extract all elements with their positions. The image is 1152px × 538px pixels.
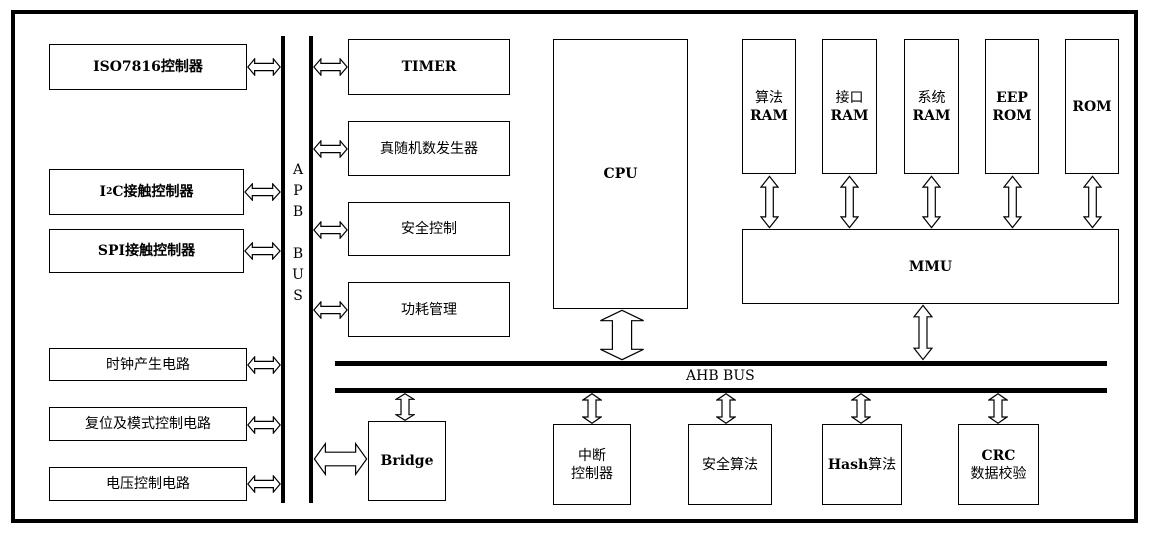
eeprom-line1: EEP (996, 89, 1028, 106)
power-management-block: 功耗管理 (348, 282, 510, 337)
arrow-apb-power (313, 301, 348, 319)
arrow-spi-apb (244, 242, 281, 260)
system-ram-line1: 系统 (917, 89, 946, 106)
interface-ram-line2: RAM (830, 107, 869, 124)
security-control-block: 安全控制 (348, 202, 510, 256)
algorithm-ram-line2: RAM (750, 107, 788, 124)
voltage-control-block: 电压控制电路 (49, 467, 247, 501)
arrow-algo-ram-mmu (760, 175, 779, 229)
interrupt-controller-block: 中断 控制器 (553, 424, 631, 505)
interface-ram-block: 接口 RAM (822, 39, 877, 174)
algorithm-ram-block: 算法 RAM (742, 39, 796, 174)
arrow-reset-apb (247, 416, 281, 434)
interrupt-line2: 控制器 (571, 465, 613, 482)
eeprom-block: EEP ROM (985, 39, 1039, 174)
arrow-i2c-apb (244, 183, 281, 201)
mmu-block: MMU (742, 229, 1119, 304)
hash-label-prefix: Hash (827, 456, 869, 473)
apb-bus-bar-left (281, 36, 285, 503)
timer-block: TIMER (348, 39, 510, 95)
algorithm-ram-line1: 算法 (755, 89, 783, 106)
arrow-voltage-apb (247, 475, 281, 493)
crc-line2: 数据校验 (970, 465, 1027, 482)
cpu-block: CPU (553, 39, 688, 309)
apb-bus-label: A P B B U S (292, 162, 304, 304)
arrow-apb-trng (313, 140, 348, 158)
arrow-ahb-bridge (395, 393, 415, 421)
arrow-cpu-ahb (598, 309, 646, 361)
crc-block: CRC 数据校验 (958, 424, 1039, 505)
arrow-iso7816-apb (247, 58, 281, 76)
i2c-label-suffix: C接触控制器 (112, 184, 194, 200)
ahb-bus-label: AHB BUS (686, 368, 755, 384)
arrow-ahb-hash (851, 393, 871, 424)
spi-controller-block: SPI接触控制器 (49, 229, 244, 273)
arrow-apb-timer (313, 58, 348, 76)
arrow-sys-ram-mmu (922, 175, 941, 229)
system-ram-line2: RAM (912, 107, 951, 124)
arrow-ahb-interrupt (582, 393, 602, 424)
crc-line1: CRC (981, 447, 1016, 464)
arrow-clock-apb (247, 356, 281, 374)
ahb-bus-bar-bottom (335, 388, 1107, 393)
clock-generator-block: 时钟产生电路 (49, 348, 247, 381)
interrupt-line1: 中断 (578, 447, 606, 464)
arrow-apb-bridge (313, 442, 368, 476)
ahb-bus-bar-top (335, 361, 1107, 366)
arrow-ahb-sec-algo (716, 393, 736, 424)
rom-block: ROM (1065, 39, 1119, 174)
arrow-mmu-ahb (913, 304, 933, 361)
arrow-ahb-crc (988, 393, 1008, 424)
arrow-eeprom-mmu (1003, 175, 1022, 229)
apb-bus-bar-right (309, 36, 313, 503)
diagram-frame (11, 10, 1138, 523)
interface-ram-line1: 接口 (835, 89, 864, 106)
iso7816-controller-block: ISO7816控制器 (49, 44, 247, 90)
system-ram-block: 系统 RAM (904, 39, 959, 174)
bridge-block: Bridge (368, 421, 446, 501)
arrow-rom-mmu (1083, 175, 1102, 229)
hash-label-suffix: 算法 (868, 456, 897, 473)
i2c-label-prefix: I (99, 184, 107, 200)
security-algorithm-block: 安全算法 (688, 424, 772, 505)
trng-block: 真随机数发生器 (348, 121, 510, 176)
arrow-iface-ram-mmu (840, 175, 859, 229)
arrow-apb-security (313, 221, 348, 239)
reset-mode-control-block: 复位及模式控制电路 (49, 407, 247, 441)
eeprom-line2: ROM (992, 107, 1032, 124)
